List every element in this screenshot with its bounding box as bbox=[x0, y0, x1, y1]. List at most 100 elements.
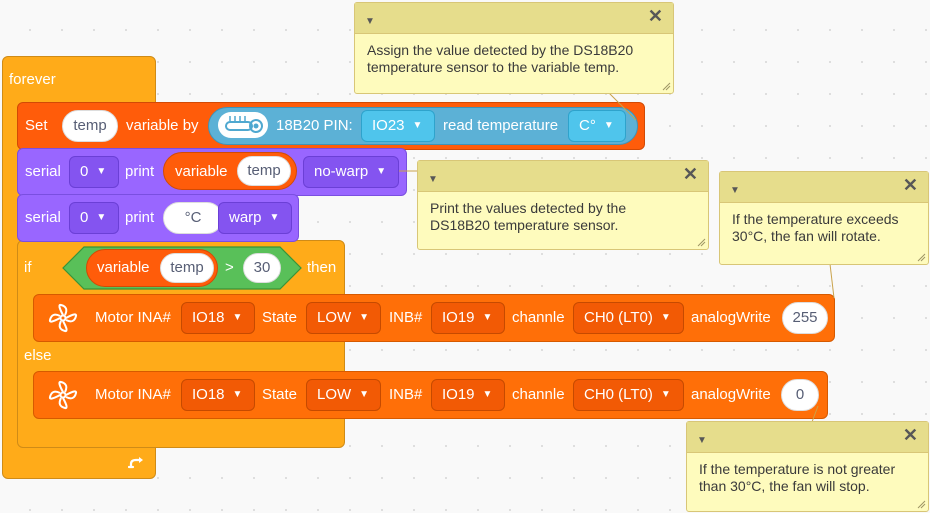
collapse-triangle-icon[interactable]: ▼ bbox=[365, 16, 375, 27]
if-label: if bbox=[24, 259, 32, 276]
variable-by-label: variable by bbox=[126, 117, 199, 134]
motor-ina-label: Motor INA# bbox=[95, 386, 171, 403]
wrap-dropdown[interactable]: warp ▼ bbox=[218, 202, 292, 234]
state-value: LOW bbox=[317, 386, 352, 403]
compare-value-pill[interactable]: 30 bbox=[243, 253, 281, 283]
wrap-value: no-warp bbox=[314, 163, 369, 180]
analog-write-value-pill[interactable]: 0 bbox=[781, 379, 819, 411]
serial-port-dropdown[interactable]: 0▼ bbox=[69, 202, 119, 234]
ina-dropdown[interactable]: IO18 ▼ bbox=[181, 302, 255, 334]
motor-block-2[interactable] bbox=[33, 371, 828, 419]
channel-value: CH0 (LT0) bbox=[584, 386, 653, 403]
comment-header[interactable]: ▼ ✕ bbox=[687, 422, 928, 453]
chevron-down-icon: ▼ bbox=[232, 389, 243, 400]
operator-label: > bbox=[225, 259, 234, 276]
set-variable-name-pill[interactable]: temp bbox=[62, 110, 118, 142]
chevron-down-icon: ▼ bbox=[96, 166, 107, 177]
unit-dropdown[interactable]: C° ▼ bbox=[568, 110, 626, 142]
pin-label: 18B20 PIN: bbox=[276, 117, 353, 134]
print-label: print bbox=[125, 163, 155, 180]
ina-value: IO18 bbox=[192, 309, 225, 326]
chevron-down-icon: ▼ bbox=[660, 312, 671, 323]
state-label: State bbox=[262, 309, 298, 326]
wrap-value: warp bbox=[229, 209, 262, 226]
print-label: print bbox=[125, 209, 155, 226]
text-value-pill[interactable]: °C bbox=[163, 202, 223, 234]
analog-write-label: analogWrite bbox=[691, 309, 771, 326]
variable-label: variable bbox=[175, 163, 228, 180]
ina-dropdown[interactable]: IO18 ▼ bbox=[181, 379, 255, 411]
chevron-down-icon: ▼ bbox=[660, 389, 671, 400]
close-icon[interactable]: ✕ bbox=[647, 6, 663, 26]
state-value: LOW bbox=[317, 309, 352, 326]
rotate-arrow-icon bbox=[127, 455, 146, 471]
analog-write-label: analogWrite bbox=[691, 386, 771, 403]
comment-header[interactable]: ▼ ✕ bbox=[355, 3, 673, 34]
inb-dropdown[interactable]: IO19 ▼ bbox=[431, 302, 505, 334]
resize-grip-icon[interactable] bbox=[916, 499, 926, 509]
variable-label: variable bbox=[97, 259, 150, 276]
variable-name-pill[interactable]: temp bbox=[160, 253, 214, 283]
ina-value: IO18 bbox=[192, 386, 225, 403]
chevron-down-icon: ▼ bbox=[412, 120, 423, 131]
read-temperature-label: read temperature bbox=[443, 117, 559, 134]
state-dropdown[interactable]: LOW ▼ bbox=[306, 379, 381, 411]
collapse-triangle-icon[interactable]: ▼ bbox=[730, 185, 740, 196]
chevron-down-icon: ▼ bbox=[482, 312, 493, 323]
comment-text[interactable]: Assign the value detected by the DS18B20… bbox=[367, 42, 634, 75]
unit-value: C° bbox=[579, 117, 596, 134]
channel-value: CH0 (LT0) bbox=[584, 309, 653, 326]
set-label: Set bbox=[25, 117, 48, 134]
thermometer-sensor-icon bbox=[218, 112, 268, 138]
chevron-down-icon: ▼ bbox=[376, 166, 387, 177]
comment-header[interactable]: ▼ ✕ bbox=[720, 172, 928, 203]
else-label: else bbox=[24, 347, 52, 364]
inb-value: IO19 bbox=[442, 309, 475, 326]
close-icon[interactable]: ✕ bbox=[902, 425, 918, 445]
serial-label: serial bbox=[25, 209, 61, 226]
comment-header[interactable]: ▼ ✕ bbox=[418, 161, 708, 192]
comment-text[interactable]: If the temperature exceeds 30°C, the fan… bbox=[732, 211, 899, 244]
pin-dropdown[interactable]: IO23 ▼ bbox=[361, 110, 435, 142]
chevron-down-icon: ▼ bbox=[482, 389, 493, 400]
comment-box[interactable]: ▼ ✕ Assign the value detected by the DS1… bbox=[354, 2, 674, 94]
serial-port-value: 0 bbox=[80, 209, 89, 226]
close-icon[interactable]: ✕ bbox=[902, 175, 918, 195]
chevron-down-icon: ▼ bbox=[359, 312, 370, 323]
inb-dropdown[interactable]: IO19 ▼ bbox=[431, 379, 505, 411]
channel-dropdown[interactable]: CH0 (LT0) ▼ bbox=[573, 302, 684, 334]
serial-port-value: 0 bbox=[80, 163, 89, 180]
chevron-down-icon: ▼ bbox=[232, 312, 243, 323]
chevron-down-icon: ▼ bbox=[603, 120, 614, 131]
channel-dropdown[interactable]: CH0 (LT0) ▼ bbox=[573, 379, 684, 411]
motor-ina-label: Motor INA# bbox=[95, 309, 171, 326]
collapse-triangle-icon[interactable]: ▼ bbox=[428, 174, 438, 185]
variable-name-pill[interactable]: temp bbox=[237, 156, 291, 186]
inb-label: INB# bbox=[389, 386, 423, 403]
close-icon[interactable]: ✕ bbox=[682, 164, 698, 184]
resize-grip-icon[interactable] bbox=[696, 237, 706, 247]
comment-box[interactable]: ▼ ✕ Print the values detected by the DS1… bbox=[417, 160, 709, 250]
then-label: then bbox=[307, 259, 337, 276]
serial-label: serial bbox=[25, 163, 61, 180]
collapse-triangle-icon[interactable]: ▼ bbox=[697, 435, 707, 446]
state-dropdown[interactable]: LOW ▼ bbox=[306, 302, 381, 334]
comment-text[interactable]: Print the values detected by the DS18B20… bbox=[430, 200, 627, 233]
fan-icon bbox=[47, 302, 79, 334]
pin-value: IO23 bbox=[372, 117, 405, 134]
inb-label: INB# bbox=[389, 309, 423, 326]
chevron-down-icon: ▼ bbox=[269, 212, 280, 223]
resize-grip-icon[interactable] bbox=[661, 81, 671, 91]
inb-value: IO19 bbox=[442, 386, 475, 403]
wrap-dropdown[interactable]: no-warp ▼ bbox=[303, 156, 399, 188]
serial-port-dropdown[interactable]: 0▼ bbox=[69, 156, 119, 188]
comment-text[interactable]: If the temperature is not greater than 3… bbox=[699, 461, 896, 494]
analog-write-value-pill[interactable]: 255 bbox=[782, 302, 828, 334]
channel-label: channle bbox=[512, 386, 565, 403]
comment-box[interactable]: ▼ ✕ If the temperature is not greater th… bbox=[686, 421, 929, 512]
fan-icon bbox=[47, 379, 79, 411]
comment-box[interactable]: ▼ ✕ If the temperature exceeds 30°C, the… bbox=[719, 171, 929, 265]
chevron-down-icon: ▼ bbox=[359, 389, 370, 400]
forever-label: forever bbox=[9, 71, 56, 88]
resize-grip-icon[interactable] bbox=[916, 252, 926, 262]
